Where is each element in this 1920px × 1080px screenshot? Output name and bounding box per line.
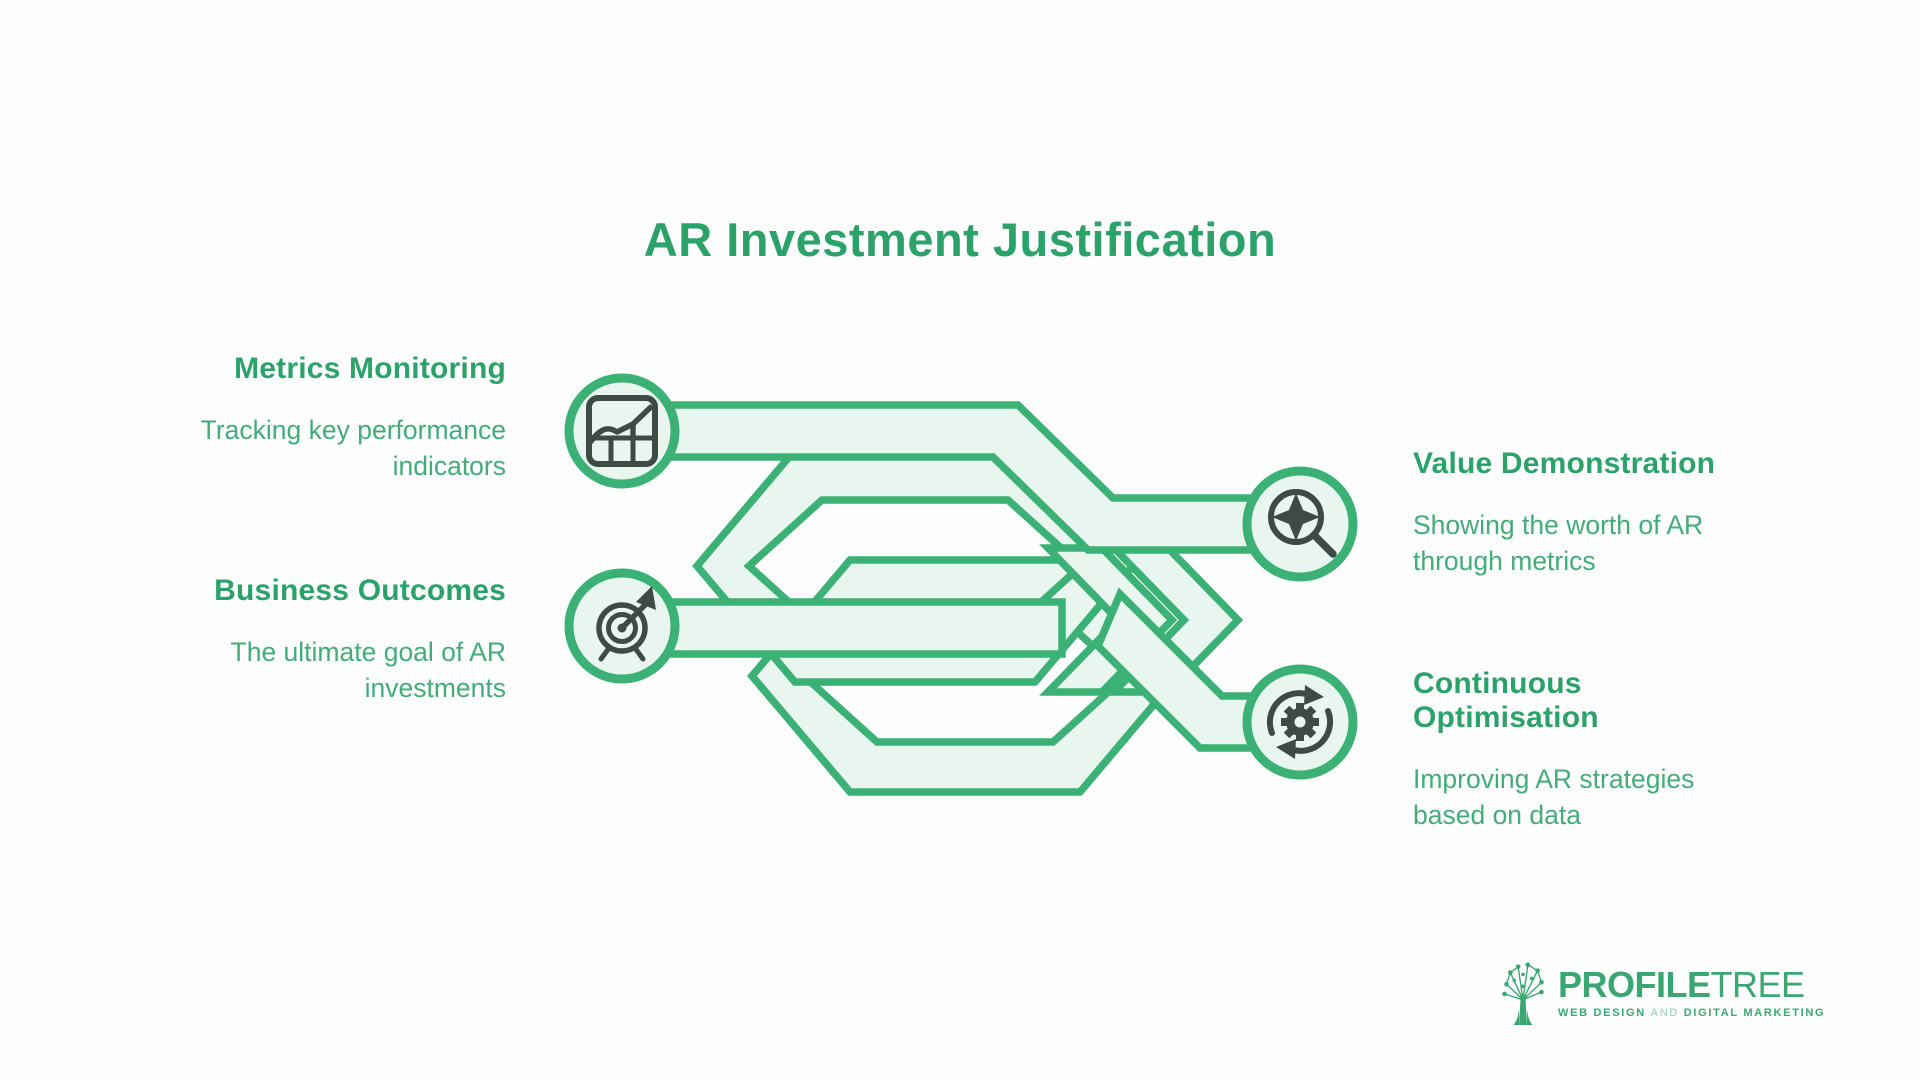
brand-name: PROFILETREE [1558, 964, 1805, 1005]
profiletree-logo: PROFILETREE WEB DESIGN AND DIGITAL MARKE… [1498, 958, 1825, 1028]
item-business-outcomes: Business Outcomes The ultimate goal of A… [146, 574, 506, 706]
target-dart-icon [596, 586, 656, 662]
brand-tagline: WEB DESIGN AND DIGITAL MARKETING [1558, 1007, 1826, 1019]
item-metrics-monitoring: Metrics Monitoring Tracking key performa… [146, 352, 506, 484]
item-description: Improving AR strategies based on data [1413, 764, 1695, 830]
item-description: Tracking key performance indicators [200, 415, 506, 481]
bar-chart-icon [586, 395, 658, 467]
band-business-outcomes [636, 598, 1066, 658]
item-heading: Business Outcomes [214, 574, 506, 607]
page-title: AR Investment Justification [643, 213, 1277, 266]
item-description: Showing the worth of AR through metrics [1413, 510, 1704, 576]
item-value-demonstration: Value Demonstration Showing the worth of… [1413, 447, 1758, 579]
tree-icon [1502, 962, 1544, 1026]
item-heading: Value Demonstration [1413, 447, 1716, 480]
flow-diagram-graphic [564, 373, 1358, 796]
item-heading: Continuous Optimisation [1413, 667, 1599, 734]
item-description: The ultimate goal of AR investments [230, 637, 506, 703]
flow-diagram [540, 330, 1390, 865]
item-continuous-optimisation: Continuous Optimisation Improving AR str… [1413, 667, 1773, 833]
logo-text: PROFILETREE WEB DESIGN AND DIGITAL MARKE… [1558, 967, 1825, 1019]
item-heading: Metrics Monitoring [234, 352, 506, 385]
magnifier-sparkle-icon [1268, 489, 1337, 558]
